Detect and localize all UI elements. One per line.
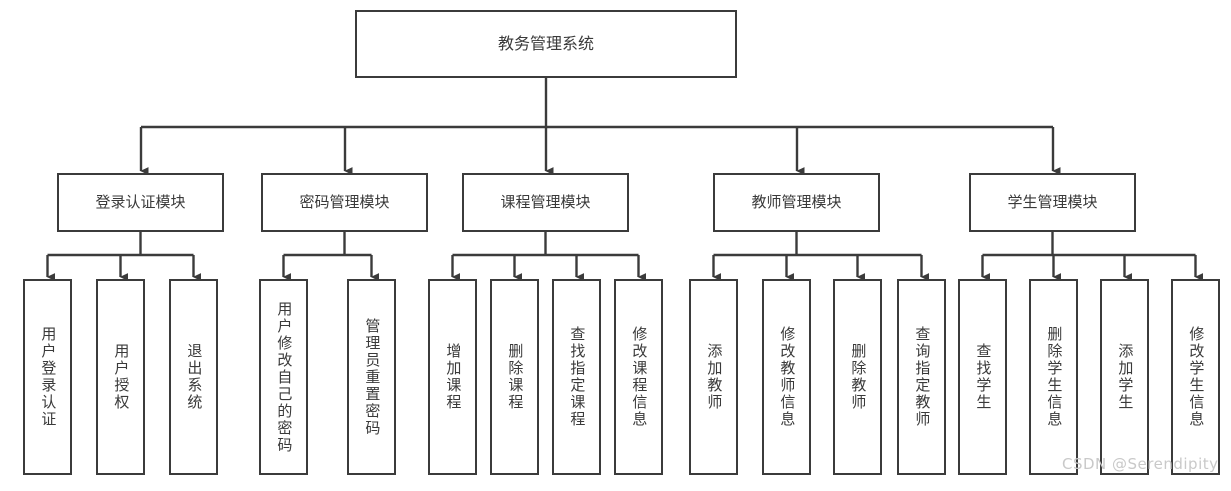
leaf-node-2-3[interactable]: 修改课程信息 <box>614 279 663 475</box>
module-node-1-label: 密码管理模块 <box>299 192 390 211</box>
leaf-node-2-3-label: 修改课程信息 <box>630 326 649 428</box>
leaf-node-1-1[interactable]: 管理员重置密码 <box>347 279 396 475</box>
module-node-0[interactable]: 登录认证模块 <box>57 173 224 232</box>
leaf-node-2-0-label: 增加课程 <box>444 343 463 411</box>
module-node-4[interactable]: 学生管理模块 <box>969 173 1136 232</box>
leaf-node-4-0-label: 查找学生 <box>974 343 993 411</box>
module-node-4-label: 学生管理模块 <box>1007 192 1098 211</box>
leaf-node-2-2[interactable]: 查找指定课程 <box>552 279 601 475</box>
leaf-node-3-2[interactable]: 删除教师 <box>833 279 882 475</box>
leaf-node-3-3-label: 查询指定教师 <box>913 326 932 428</box>
leaf-node-4-3-label: 修改学生信息 <box>1187 326 1206 428</box>
leaf-node-3-1-label: 修改教师信息 <box>778 326 797 428</box>
leaf-node-2-0[interactable]: 增加课程 <box>428 279 477 475</box>
module-node-1[interactable]: 密码管理模块 <box>261 173 428 232</box>
leaf-node-1-0[interactable]: 用户修改自己的密码 <box>259 279 308 475</box>
module-node-0-label: 登录认证模块 <box>95 192 186 211</box>
leaf-node-4-2-label: 添加学生 <box>1116 343 1135 411</box>
leaf-node-4-1-label: 删除学生信息 <box>1045 326 1064 428</box>
module-node-2[interactable]: 课程管理模块 <box>462 173 629 232</box>
leaf-node-3-1[interactable]: 修改教师信息 <box>762 279 811 475</box>
root-node-jiaowu-guanli-xitong[interactable]: 教务管理系统 <box>355 10 737 78</box>
leaf-node-0-0[interactable]: 用户登录认证 <box>23 279 72 475</box>
leaf-node-3-2-label: 删除教师 <box>849 343 868 411</box>
leaf-node-0-2-label: 退出系统 <box>185 343 204 411</box>
leaf-node-4-3[interactable]: 修改学生信息 <box>1171 279 1220 475</box>
leaf-node-3-0-label: 添加教师 <box>705 343 724 411</box>
leaf-node-0-1[interactable]: 用户授权 <box>96 279 145 475</box>
leaf-node-1-0-label: 用户修改自己的密码 <box>275 300 294 454</box>
module-node-3[interactable]: 教师管理模块 <box>713 173 880 232</box>
module-node-2-label: 课程管理模块 <box>500 192 591 211</box>
leaf-node-2-1-label: 删除课程 <box>506 343 525 411</box>
leaf-node-0-0-label: 用户登录认证 <box>39 326 58 428</box>
leaf-node-0-1-label: 用户授权 <box>112 343 131 411</box>
leaf-node-0-2[interactable]: 退出系统 <box>169 279 218 475</box>
leaf-node-1-1-label: 管理员重置密码 <box>363 317 382 437</box>
root-node-label: 教务管理系统 <box>497 33 594 53</box>
leaf-node-4-1[interactable]: 删除学生信息 <box>1029 279 1078 475</box>
leaf-node-2-1[interactable]: 删除课程 <box>490 279 539 475</box>
leaf-node-4-0[interactable]: 查找学生 <box>958 279 1007 475</box>
leaf-node-3-3[interactable]: 查询指定教师 <box>897 279 946 475</box>
leaf-node-4-2[interactable]: 添加学生 <box>1100 279 1149 475</box>
leaf-node-3-0[interactable]: 添加教师 <box>689 279 738 475</box>
module-node-3-label: 教师管理模块 <box>751 192 842 211</box>
leaf-node-2-2-label: 查找指定课程 <box>568 326 587 428</box>
csdn-watermark: CSDN @Serendipity <box>1062 455 1219 473</box>
